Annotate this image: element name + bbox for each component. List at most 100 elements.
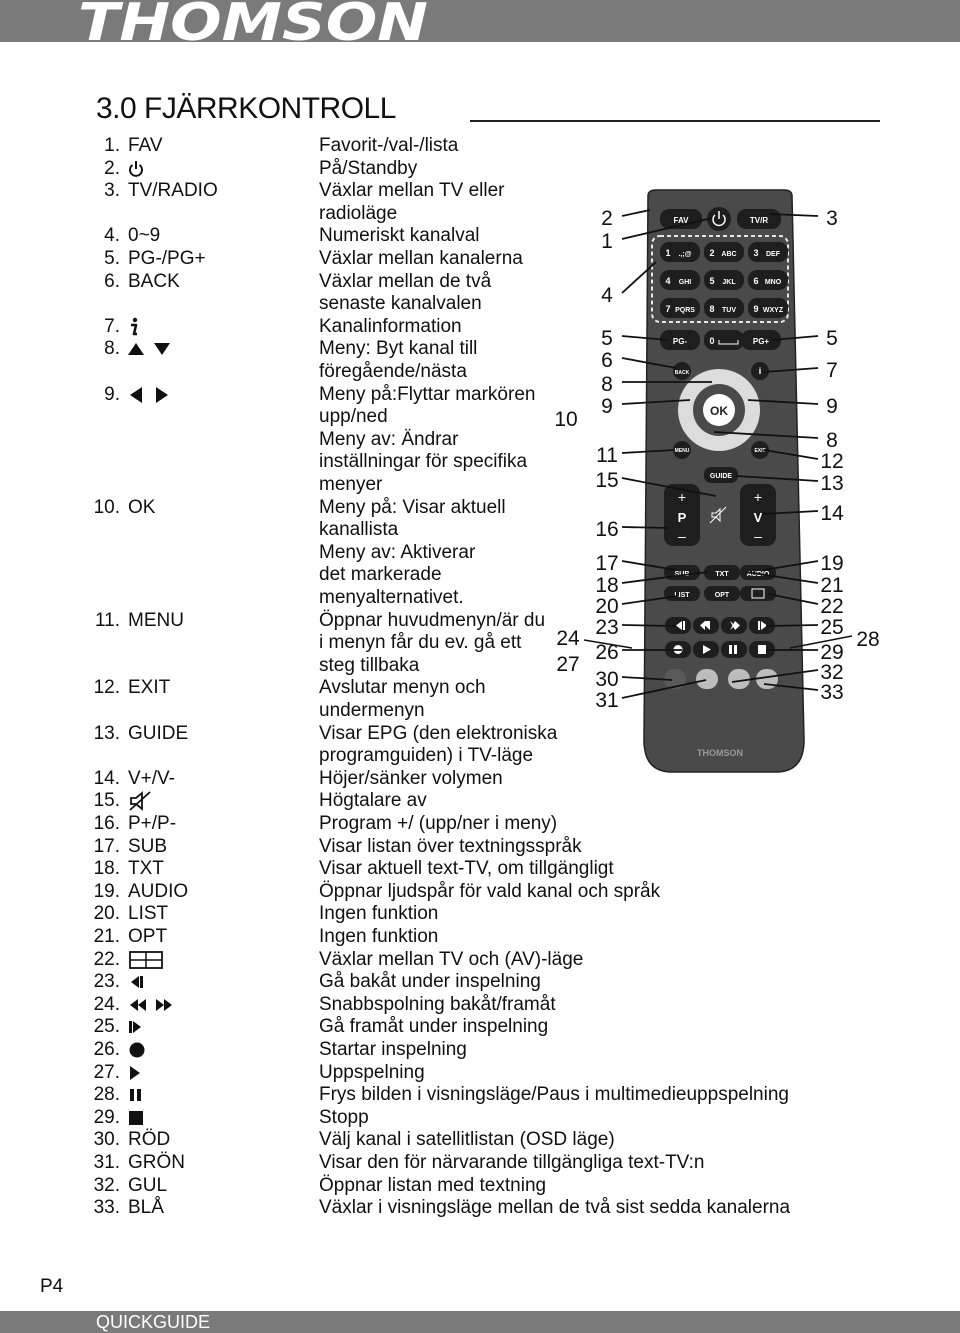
stop-icon (128, 1107, 144, 1128)
row-description: Favorit-/val-/lista (319, 135, 459, 156)
info-label: i (759, 366, 762, 376)
row-description: Meny på:Flyttar markören (319, 383, 536, 405)
aspect-icon (751, 588, 765, 599)
row-number: 17. (93, 835, 120, 857)
callout-line (621, 676, 673, 681)
section-title: 3.0 FJÄRRKONTROLL (96, 92, 396, 125)
num-key-letters: MNO (765, 279, 782, 286)
callout-label: 21 (820, 574, 843, 597)
opt-button (704, 586, 740, 601)
row-number: 4. (104, 225, 120, 247)
row-description: menyer (319, 474, 383, 495)
row-key (128, 338, 172, 360)
color-key-3 (728, 669, 750, 689)
row-number: 2. (104, 157, 120, 179)
stop-icon (758, 645, 766, 654)
mute-icon (711, 507, 721, 523)
callout-line (621, 399, 691, 405)
row-key: GUL (128, 1174, 168, 1196)
row-key: TV/RADIO (128, 180, 218, 202)
num-key-7 (660, 298, 700, 318)
row-number: 22. (93, 948, 120, 970)
row-description: menyalternativet. (319, 587, 464, 608)
callout-line (621, 335, 669, 341)
row-description: Kanalinformation (319, 315, 462, 337)
callout-label: 1 (601, 230, 613, 253)
volume-label: V (754, 510, 763, 525)
row-key (128, 1084, 144, 1106)
step-forward-icon (761, 621, 767, 630)
exit-button (751, 441, 769, 459)
row-description: Visar den för närvarande tillgängliga te… (319, 1152, 705, 1173)
footer-bar (0, 1311, 960, 1333)
up-down-arrows-icon (128, 338, 172, 359)
pgminus-label: PG- (673, 337, 688, 346)
row-key (128, 1062, 142, 1084)
callout-label: 4 (601, 284, 613, 307)
callout-label: 28 (856, 628, 879, 651)
brand-logo: THOMSON (78, 0, 428, 42)
row-number: 8. (104, 338, 120, 360)
row-description: Öppnar ljudspår för vald kanal och språk (319, 880, 661, 902)
row-description: det markerade (319, 564, 442, 586)
row-number: 24. (93, 993, 120, 1015)
pause-icon-right (734, 645, 737, 654)
row-number: 23. (93, 971, 120, 993)
row-description: Öppnar huvudmenyn/är du (319, 609, 546, 631)
row-description: Startar inspelning (319, 1039, 467, 1060)
row-description: Välj kanal i satellitlistan (OSD läge) (319, 1129, 615, 1151)
tvr-label: TV/R (750, 216, 768, 225)
row-description: Numeriskt kanalval (319, 225, 480, 247)
row-description: Snabbspolning bakåt/framåt (319, 993, 556, 1015)
callout-label: 9 (826, 395, 838, 418)
row-key: TXT (128, 858, 164, 880)
row-description: Meny av: Aktiverar (319, 541, 476, 563)
callout-line (761, 510, 819, 515)
row-description: senaste kanalvalen (319, 293, 482, 315)
row-number: 6. (104, 270, 120, 292)
row-key: P+/P- (128, 813, 177, 834)
row-key: AUDIO (128, 880, 189, 902)
num-key-letters: TUV (722, 307, 736, 314)
row-number: 11. (94, 609, 120, 631)
callout-label: 11 (596, 444, 618, 467)
callout-label: 30 (595, 668, 618, 691)
step-forward-icon (128, 1016, 144, 1037)
row-key (128, 1039, 146, 1061)
row-number: 19. (93, 880, 120, 902)
num-key-5 (704, 270, 744, 290)
num-key-letters: .,;@ (678, 251, 691, 258)
guide-label: GUIDE (710, 473, 733, 480)
callout-label: 24 (556, 627, 580, 650)
row-number: 20. (93, 903, 120, 925)
callout-label: 29 (820, 641, 843, 664)
row-description: i menyn får du ev. gå ett (319, 632, 522, 654)
row-key: MENU (128, 609, 184, 631)
callout-label: 26 (595, 641, 618, 664)
row-key (128, 316, 140, 338)
aspect-icon (128, 949, 164, 970)
zero-label: 0 (709, 336, 714, 346)
num-key-digit: 5 (709, 276, 714, 286)
num-key-letters: PQRS (675, 307, 695, 314)
row-description: Ingen funktion (319, 926, 439, 947)
row-key: V+/V- (128, 767, 175, 789)
program-plus: + (678, 489, 686, 505)
guide-button (704, 467, 738, 483)
program-rocker (664, 484, 700, 546)
callout-line (621, 209, 651, 217)
row-key: GRÖN (128, 1152, 185, 1173)
menu-label: MENU (675, 448, 690, 454)
callout-line (713, 431, 819, 439)
row-key (128, 158, 144, 180)
color-key-1 (664, 669, 686, 689)
callout-line (763, 683, 819, 691)
mute-icon-slash (709, 506, 727, 524)
row-description: På/Standby (319, 157, 418, 179)
row-description: Stopp (319, 1106, 369, 1128)
row-description: Uppspelning (319, 1061, 425, 1083)
row-description: radioläge (319, 202, 398, 224)
row-description: Visar aktuell text-TV, om tillgängligt (319, 858, 614, 880)
txt-button (704, 565, 740, 580)
callout-line (767, 593, 819, 605)
